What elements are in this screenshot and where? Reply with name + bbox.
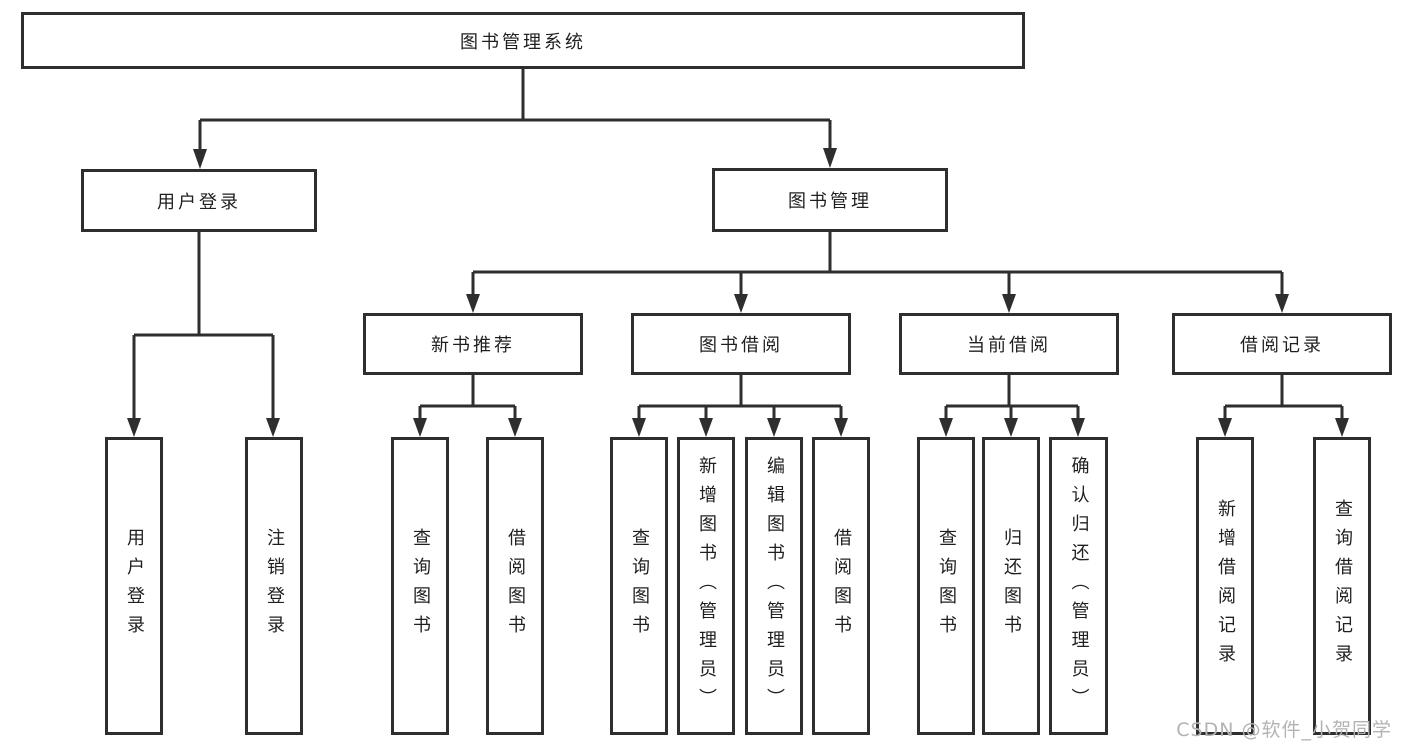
- branch-node-user-login: 用户登录: [81, 169, 317, 232]
- branch-node-label: 用户登录: [157, 191, 241, 213]
- leaf-node-label: 确认归还（管理员）: [1068, 455, 1090, 717]
- group-node-current-borrowing: 当前借阅: [899, 313, 1119, 375]
- leaf-node-label: 新增图书（管理员）: [696, 455, 717, 717]
- leaf-node-edit-books-admin: 编辑图书（管理员）: [745, 437, 803, 735]
- group-node-new-book-recommendation: 新书推荐: [363, 313, 583, 375]
- leaf-node-label: 查询图书: [936, 528, 957, 644]
- root-node-library-management-system: 图书管理系统: [21, 12, 1025, 69]
- leaf-node-label: 借阅图书: [505, 528, 526, 644]
- leaf-node-label: 注销登录: [264, 528, 285, 644]
- leaf-node-label: 查询图书: [410, 528, 431, 644]
- leaf-node-add-borrow-record: 新增借阅记录: [1196, 437, 1254, 735]
- leaf-node-label: 用户登录: [124, 528, 145, 644]
- leaf-node-logout: 注销登录: [245, 437, 303, 735]
- group-node-book-borrowing: 图书借阅: [631, 313, 851, 375]
- branch-node-book-management: 图书管理: [712, 168, 948, 232]
- branch-node-label: 图书管理: [788, 191, 872, 212]
- leaf-node-query-borrow-record: 查询借阅记录: [1313, 437, 1371, 735]
- group-node-label: 新书推荐: [431, 335, 515, 356]
- group-node-label: 当前借阅: [967, 335, 1051, 356]
- leaf-node-label: 查询借阅记录: [1332, 499, 1353, 673]
- leaf-node-label: 查询图书: [629, 528, 650, 644]
- group-node-borrowing-records: 借阅记录: [1172, 313, 1392, 375]
- leaf-node-user-login: 用户登录: [105, 437, 163, 735]
- leaf-node-query-books-borrowing: 查询图书: [610, 437, 668, 735]
- leaf-node-borrow-books: 借阅图书: [812, 437, 870, 735]
- leaf-node-confirm-return-admin: 确认归还（管理员）: [1049, 437, 1108, 735]
- group-node-label: 借阅记录: [1240, 335, 1324, 356]
- root-node-label: 图书管理系统: [460, 31, 586, 53]
- leaf-node-query-books-current: 查询图书: [917, 437, 975, 735]
- leaf-node-label: 编辑图书（管理员）: [764, 455, 785, 717]
- leaf-node-label: 归还图书: [1001, 528, 1022, 644]
- group-node-label: 图书借阅: [699, 335, 783, 356]
- leaf-node-borrow-books-recommendation: 借阅图书: [486, 437, 544, 735]
- leaf-node-query-books-recommendation: 查询图书: [391, 437, 449, 735]
- leaf-node-add-books-admin: 新增图书（管理员）: [677, 437, 735, 735]
- leaf-node-return-books: 归还图书: [982, 437, 1040, 735]
- leaf-node-label: 借阅图书: [831, 528, 852, 644]
- leaf-node-label: 新增借阅记录: [1215, 499, 1236, 673]
- csdn-watermark: CSDN @软件_小贺同学: [1176, 719, 1392, 741]
- arrowhead-icons: [127, 148, 1349, 437]
